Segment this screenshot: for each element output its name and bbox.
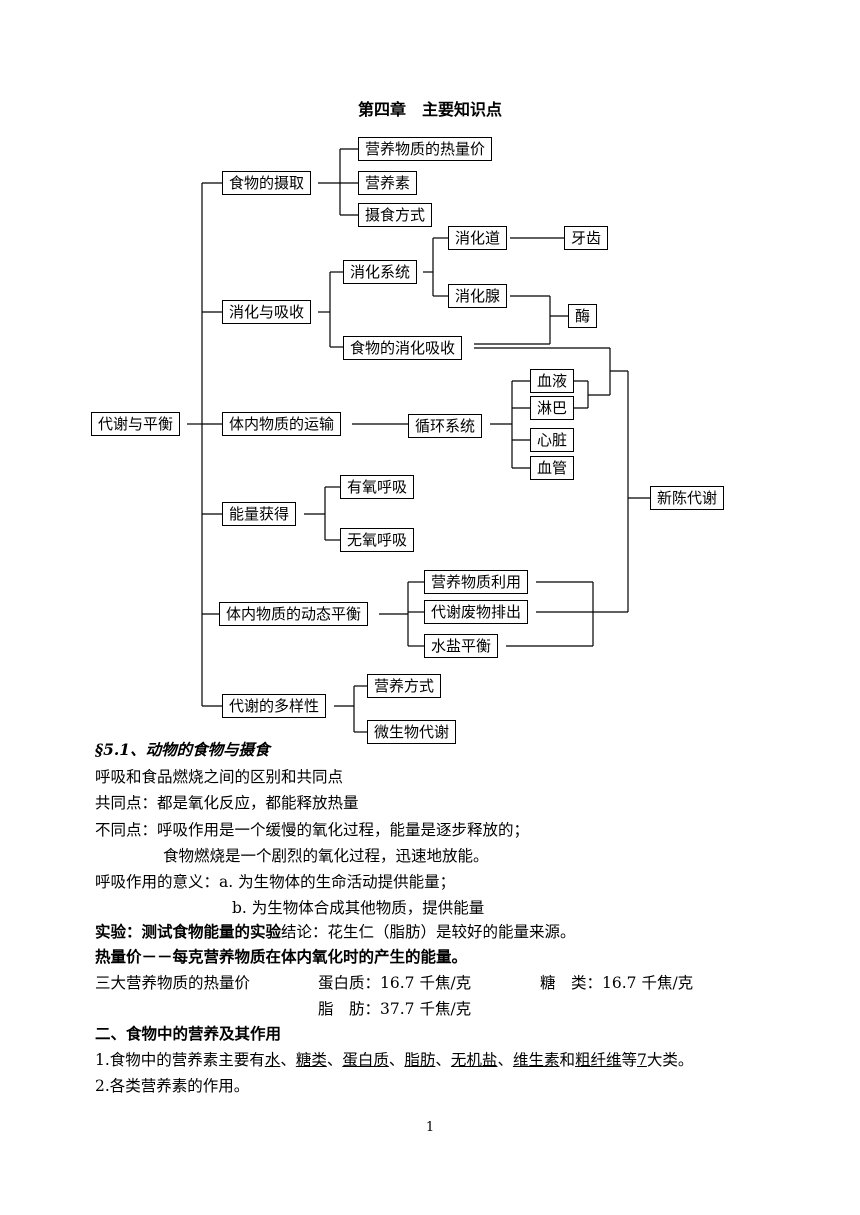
text-line: 呼吸和食品燃烧之间的区别和共同点	[95, 768, 344, 786]
node-blood: 血液	[530, 369, 575, 393]
node-waste-excretion: 代谢废物排出	[424, 600, 529, 624]
node-enzyme: 酶	[568, 304, 598, 328]
nutrient-count: 7	[637, 1051, 647, 1069]
node-teeth: 牙齿	[564, 226, 609, 250]
node-metabolic-diversity: 代谢的多样性	[222, 694, 327, 718]
separator: 、	[280, 1051, 296, 1069]
separator: 、	[326, 1051, 343, 1069]
nutrient-water: 水	[264, 1051, 281, 1069]
node-nutrient-heat-value: 营养物质的热量价	[358, 137, 493, 161]
node-nutrient-utilization: 营养物质利用	[424, 570, 529, 594]
node-food-digestion-absorption: 食物的消化吸收	[343, 336, 463, 360]
nutrient-mineral: 无机盐	[450, 1051, 498, 1069]
node-nutrition-mode: 营养方式	[367, 674, 442, 698]
nutrient-protein: 蛋白质	[342, 1051, 389, 1069]
node-dynamic-balance: 体内物质的动态平衡	[219, 602, 369, 626]
node-digestive-system: 消化系统	[343, 260, 418, 284]
experiment-label: 实验：测试食物能量的实验	[95, 922, 282, 941]
page-title: 第四章 主要知识点	[357, 100, 502, 119]
nutrient-sugar: 糖类	[295, 1051, 327, 1069]
node-food-intake: 食物的摄取	[222, 171, 312, 195]
node-microbial-metabolism: 微生物代谢	[367, 720, 457, 744]
separator: 、	[435, 1051, 451, 1069]
nutrient-list-prefix: 1.食物中的营养素主要有	[95, 1051, 265, 1069]
text-line: 不同点：呼吸作用是一个缓慢的氧化过程，能量是逐步释放的；	[95, 821, 530, 839]
text-line: 共同点：都是氧化反应，都能释放热量	[95, 794, 359, 812]
sugar-heat-value: 糖 类：16.7 千焦/克	[540, 974, 694, 992]
section-heading: §5.1、动物的食物与摄食	[95, 740, 270, 759]
node-aerobic-respiration: 有氧呼吸	[340, 475, 415, 499]
text-line: 食物燃烧是一个剧烈的氧化过程，迅速地放能。	[163, 847, 489, 865]
node-energy-gain: 能量获得	[222, 502, 297, 526]
text-line: b. 为生物体合成其他物质，提供能量	[232, 899, 485, 917]
word-categories: 大类。	[646, 1051, 694, 1069]
heat-value-label: 三大营养物质的热量价	[95, 974, 251, 992]
text-line: 2.各类营养素的作用。	[95, 1077, 250, 1095]
node-circulatory-system: 循环系统	[408, 414, 483, 438]
node-blood-vessel: 血管	[530, 456, 575, 480]
section-two-heading: 二、食物中的营养及其作用	[95, 1024, 282, 1043]
experiment-conclusion: 结论：花生仁（脂肪）是较好的能量来源。	[281, 923, 576, 941]
nutrient-fat: 脂肪	[404, 1051, 436, 1069]
node-anaerobic-respiration: 无氧呼吸	[340, 528, 415, 552]
word-deng: 等	[621, 1051, 638, 1069]
node-substance-transport: 体内物质的运输	[222, 412, 342, 436]
node-metabolism: 新陈代谢	[650, 486, 725, 510]
nutrient-fiber: 粗纤维	[574, 1051, 622, 1069]
node-heart: 心脏	[530, 428, 575, 452]
node-metabolism-balance: 代谢与平衡	[91, 412, 181, 436]
node-feeding-mode: 摄食方式	[358, 203, 433, 227]
fat-heat-value: 脂 肪：37.7 千焦/克	[318, 1000, 472, 1018]
nutrient-vitamin: 维生素	[512, 1051, 560, 1069]
conjunction: 和	[559, 1051, 575, 1069]
text-line: 呼吸作用的意义：a. 为生物体的生命活动提供能量；	[95, 873, 456, 891]
node-lymph: 淋巴	[530, 396, 575, 420]
separator: 、	[497, 1051, 513, 1069]
node-digestive-tract: 消化道	[448, 226, 508, 250]
node-digestive-gland: 消化腺	[448, 284, 508, 308]
nutrient-list-line: 1.食物中的营养素主要有水、糖类、蛋白质、脂肪、无机盐、维生素和粗纤维等7大类。	[95, 1048, 693, 1070]
experiment-line: 实验：测试食物能量的实验结论：花生仁（脂肪）是较好的能量来源。	[95, 920, 576, 942]
concept-map-connectors	[187, 148, 650, 733]
node-water-salt-balance: 水盐平衡	[424, 634, 499, 658]
protein-heat-value: 蛋白质：16.7 千焦/克	[318, 974, 472, 992]
page-number: 1	[425, 1120, 435, 1135]
heat-value-definition: 热量价－－每克营养物质在体内氧化时的产生的能量。	[95, 947, 468, 966]
separator: 、	[388, 1051, 405, 1069]
node-digestion-absorption: 消化与吸收	[222, 300, 312, 324]
node-nutrients: 营养素	[358, 171, 418, 195]
